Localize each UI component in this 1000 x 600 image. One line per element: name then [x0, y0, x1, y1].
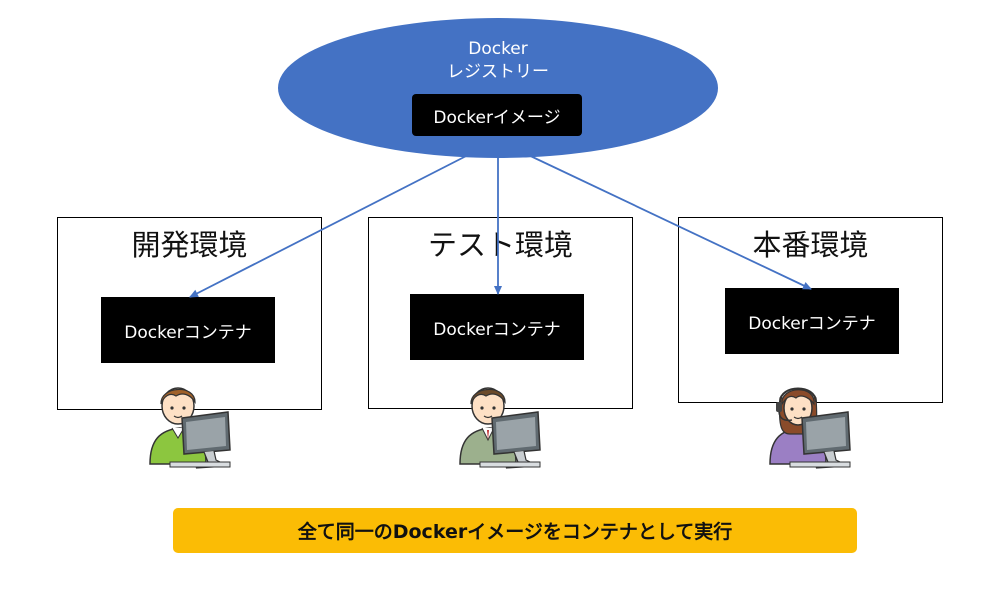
developer-person-icon [149, 387, 231, 469]
operator-person-icon [769, 387, 851, 469]
tester-person-icon [459, 387, 541, 469]
docker-container-box: Dockerコンテナ [725, 288, 899, 354]
test-environment: テスト環境 Dockerコンテナ [368, 217, 633, 409]
env-title: 本番環境 [752, 228, 869, 262]
env-title: テスト環境 [427, 228, 573, 262]
arrow-to-dev [189, 151, 475, 298]
dev-environment: 開発環境 Dockerコンテナ [57, 217, 322, 410]
docker-image-box: Dockerイメージ [412, 94, 582, 136]
arrow-to-prod [521, 151, 812, 290]
docker-container-box: Dockerコンテナ [410, 294, 584, 360]
env-title: 開発環境 [131, 228, 248, 262]
registry-label-line1: Docker [468, 39, 528, 59]
registry-label-line2: レジストリー [447, 62, 549, 82]
summary-banner: 全て同一のDockerイメージをコンテナとして実行 [173, 508, 857, 553]
registry-label: Docker レジストリー [398, 38, 598, 84]
docker-container-box: Dockerコンテナ [101, 297, 275, 363]
